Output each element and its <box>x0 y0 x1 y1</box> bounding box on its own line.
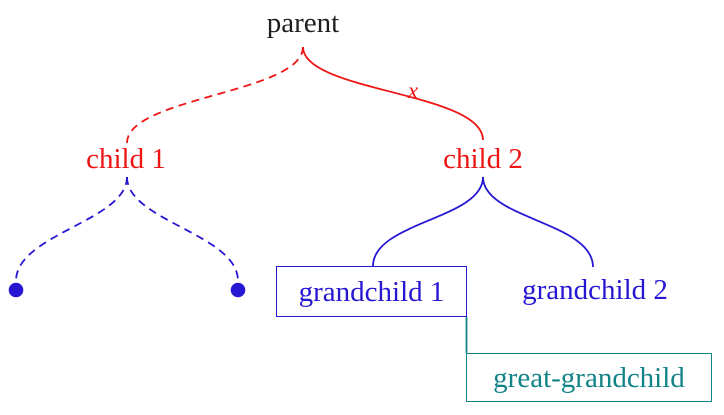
edge-child1-dot-left <box>15 176 128 282</box>
edge-label-x: x <box>407 78 419 103</box>
edge-child2-grandchild1 <box>372 176 484 267</box>
leaf-dot-right-icon <box>230 282 246 298</box>
edge-child2-grandchild2 <box>482 176 594 268</box>
node-parent: parent <box>266 7 340 39</box>
edge-child1-dot-right <box>126 176 239 282</box>
edge-parent-child1 <box>126 46 304 144</box>
node-child2: child 2 <box>443 143 523 175</box>
node-great-grandchild: great-grandchild <box>466 353 712 402</box>
node-grandchild1-label: grandchild 1 <box>298 275 445 308</box>
edge-parent-child2 <box>302 46 484 141</box>
node-child1: child 1 <box>86 143 166 175</box>
node-great-grandchild-label: great-grandchild <box>493 361 685 394</box>
node-grandchild2: grandchild 2 <box>522 274 668 306</box>
node-grandchild1: grandchild 1 <box>276 266 467 317</box>
leaf-dot-left-icon <box>8 282 24 298</box>
